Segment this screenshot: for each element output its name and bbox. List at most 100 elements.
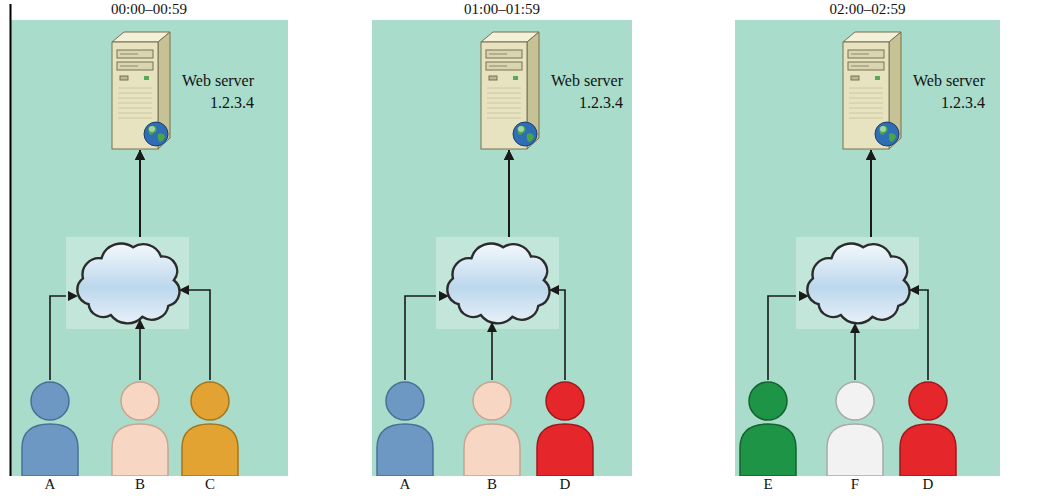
arrowhead — [549, 285, 559, 295]
server-front — [112, 42, 158, 149]
user-head — [546, 382, 584, 420]
time-panel: 00:00–00:59Web server 1.2.3.4ABC — [10, 20, 288, 476]
user-body — [537, 424, 593, 476]
drive-bay — [486, 62, 522, 70]
vent-line — [118, 103, 152, 104]
user-letter: D — [534, 476, 596, 492]
vent-line — [849, 113, 883, 114]
power-button — [489, 76, 497, 80]
user-body — [182, 424, 238, 476]
drive-slot — [851, 54, 869, 55]
arrowhead — [135, 319, 145, 329]
user-node: A — [374, 380, 436, 492]
user-node: C — [179, 380, 241, 492]
globe-land — [889, 133, 896, 142]
globe-shine — [518, 126, 524, 132]
user-figure — [824, 380, 886, 476]
user-body — [827, 424, 883, 476]
user-body — [900, 424, 956, 476]
vent-line — [118, 93, 152, 94]
status-light — [144, 76, 149, 80]
globe — [513, 122, 537, 146]
user-node: B — [461, 380, 523, 492]
cloud-backdrop — [796, 237, 919, 329]
user-figure — [534, 380, 596, 476]
user-figure — [179, 380, 241, 476]
server-icon — [477, 30, 541, 150]
vent-line — [118, 118, 152, 119]
drive-slot — [851, 66, 869, 67]
user-figure — [461, 380, 523, 476]
drive-bay — [486, 50, 522, 58]
drive-bay — [117, 62, 153, 70]
vent-line — [487, 98, 521, 99]
globe-land — [879, 126, 888, 135]
power-button — [120, 76, 128, 80]
globe — [144, 122, 168, 146]
user-head — [836, 382, 874, 420]
user-head — [386, 382, 424, 420]
user-head — [473, 382, 511, 420]
vent-line — [487, 103, 521, 104]
server-icon — [839, 30, 903, 150]
user-figure — [19, 380, 81, 476]
globe-shine — [149, 126, 155, 132]
user-letter: F — [824, 476, 886, 492]
vent-line — [118, 113, 152, 114]
cloud-backdrop — [436, 237, 559, 329]
vent-line — [849, 93, 883, 94]
user-node: A — [19, 380, 81, 492]
user-body — [740, 424, 796, 476]
internet-cloud — [436, 237, 559, 332]
web-server: Web server 1.2.3.4 — [839, 30, 985, 150]
time-heading: 00:00–00:59 — [10, 0, 288, 18]
drive-slot — [120, 54, 138, 55]
user-letter: B — [109, 476, 171, 492]
time-panel: 01:00–01:59Web server 1.2.3.4ABD — [372, 20, 632, 476]
arrowhead — [68, 291, 78, 301]
globe — [875, 122, 899, 146]
border-line — [10, 4, 12, 476]
vent-line — [849, 108, 883, 109]
user-head — [31, 382, 69, 420]
status-light — [513, 76, 518, 80]
power-button — [851, 76, 859, 80]
user-letter: A — [19, 476, 81, 492]
user-letter: E — [737, 476, 799, 492]
arrowhead — [439, 291, 449, 301]
panel-ground — [372, 20, 632, 476]
user-head — [909, 382, 947, 420]
globe-shine — [880, 126, 886, 132]
vent-line — [487, 93, 521, 94]
user-node: F — [824, 380, 886, 492]
vent-line — [849, 88, 883, 89]
time-heading: 02:00–02:59 — [735, 0, 1000, 18]
drive-slot — [489, 66, 507, 67]
drive-bay — [117, 50, 153, 58]
vent-line — [118, 98, 152, 99]
internet-cloud — [796, 237, 919, 333]
user-node: B — [109, 380, 171, 492]
user-figure — [897, 380, 959, 476]
drive-bay — [848, 50, 884, 58]
cloud-shape — [447, 244, 549, 324]
internet-cloud — [66, 237, 189, 329]
user-node: D — [534, 380, 596, 492]
globe-land — [148, 126, 157, 135]
server-label: Web server 1.2.3.4 — [549, 70, 623, 114]
vent-line — [849, 118, 883, 119]
vent-line — [487, 108, 521, 109]
arrowhead — [909, 285, 919, 295]
drive-slot — [120, 66, 138, 67]
user-body — [22, 424, 78, 476]
server-label: Web server 1.2.3.4 — [180, 70, 254, 114]
drive-bay — [848, 62, 884, 70]
web-server: Web server 1.2.3.4 — [108, 30, 254, 150]
user-letter: D — [897, 476, 959, 492]
arrowhead — [799, 291, 809, 301]
drive-slot — [489, 54, 507, 55]
server-front — [843, 42, 889, 149]
user-body — [112, 424, 168, 476]
user-body — [464, 424, 520, 476]
